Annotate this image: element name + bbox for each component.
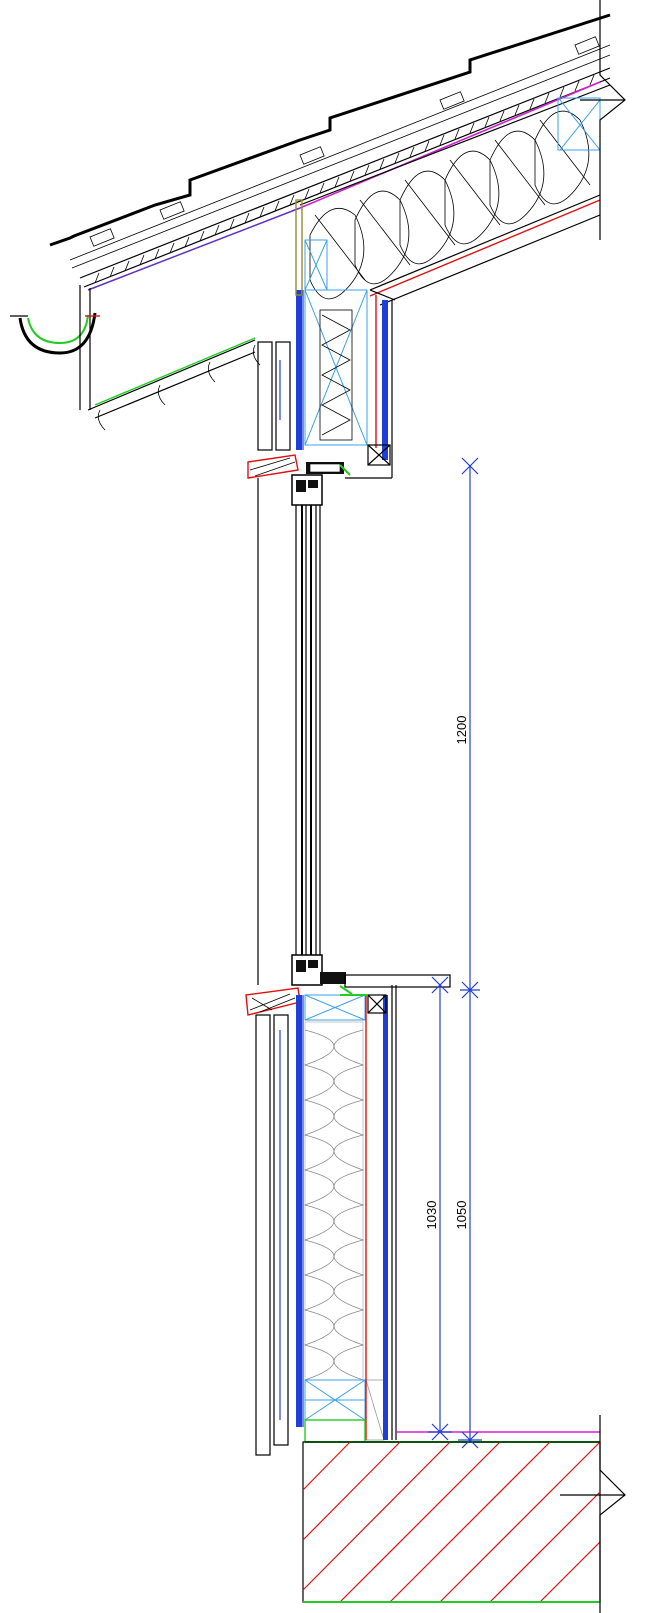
roof-hatch-strip	[79, 67, 611, 288]
dimension-label-1050: 1050	[454, 1201, 469, 1230]
dimension-label-1030: 1030	[424, 1201, 439, 1230]
dimension-sill-inner: 1030	[424, 976, 452, 1441]
window-head-frame	[291, 462, 351, 506]
roof-insulation	[309, 110, 591, 300]
gutter-eaves	[10, 285, 261, 431]
roof-assembly	[49, 0, 626, 306]
lintel-assembly	[247, 199, 393, 479]
window-glazing	[257, 478, 321, 985]
dimension-sill-outer: 1050	[454, 990, 482, 1449]
wall-insulation	[303, 1021, 365, 1381]
window-sill-frame	[245, 954, 451, 1016]
foundation-slab	[302, 1415, 626, 1613]
dimension-window-height: 1200	[454, 457, 480, 999]
dimension-label-1200: 1200	[454, 716, 469, 745]
lower-wall	[255, 985, 397, 1456]
